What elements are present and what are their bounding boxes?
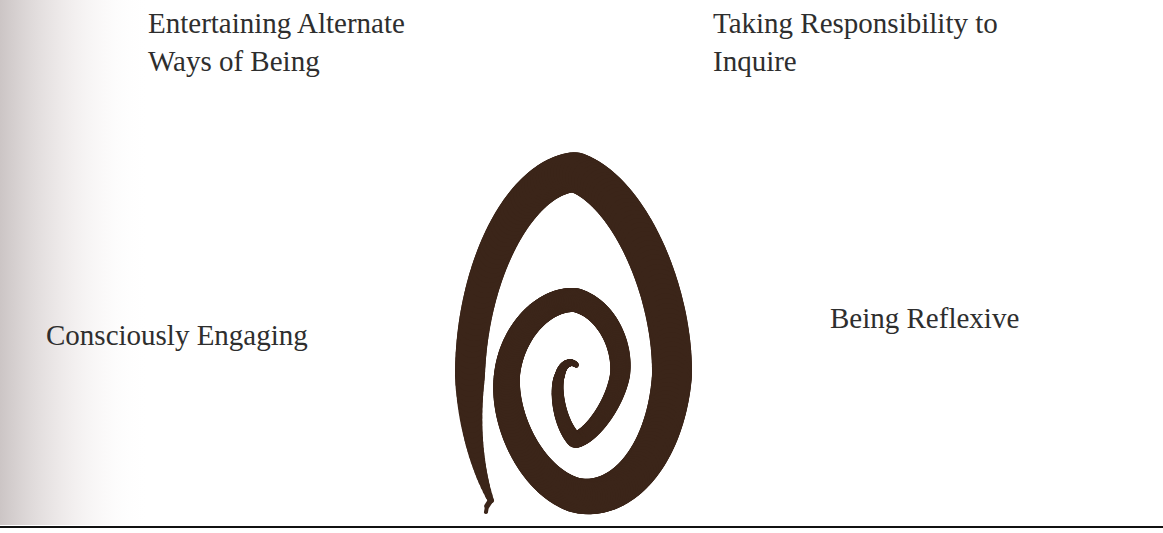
quadrant-label: Taking Responsibility to Inquire <box>713 4 1053 80</box>
spiral-stroke <box>569 360 576 366</box>
spiral-stroke <box>572 361 578 367</box>
spiral-stroke <box>570 360 576 366</box>
spiral-stroke <box>572 361 578 367</box>
quadrant-label: Consciously Engaging <box>46 316 308 354</box>
quadrant-label: Being Reflexive <box>830 299 1019 337</box>
spiral-stroke <box>571 361 577 367</box>
spiral <box>470 172 672 512</box>
rule-line <box>0 526 1163 528</box>
scan-shadow <box>0 0 150 525</box>
spiral-stroke <box>571 360 577 366</box>
spiral-stroke <box>571 360 577 366</box>
spiral-stroke <box>573 362 578 367</box>
spiral-stroke <box>570 360 576 366</box>
spiral-stroke <box>570 360 576 366</box>
quadrant-label: Entertaining Alternate Ways of Being <box>148 4 448 80</box>
spiral-stroke <box>569 360 576 366</box>
spiral-stroke <box>573 361 579 367</box>
spiral-stroke <box>572 361 578 367</box>
spiral-stroke <box>573 362 579 367</box>
spiral-stroke <box>573 362 578 367</box>
spiral-stroke <box>574 362 579 367</box>
